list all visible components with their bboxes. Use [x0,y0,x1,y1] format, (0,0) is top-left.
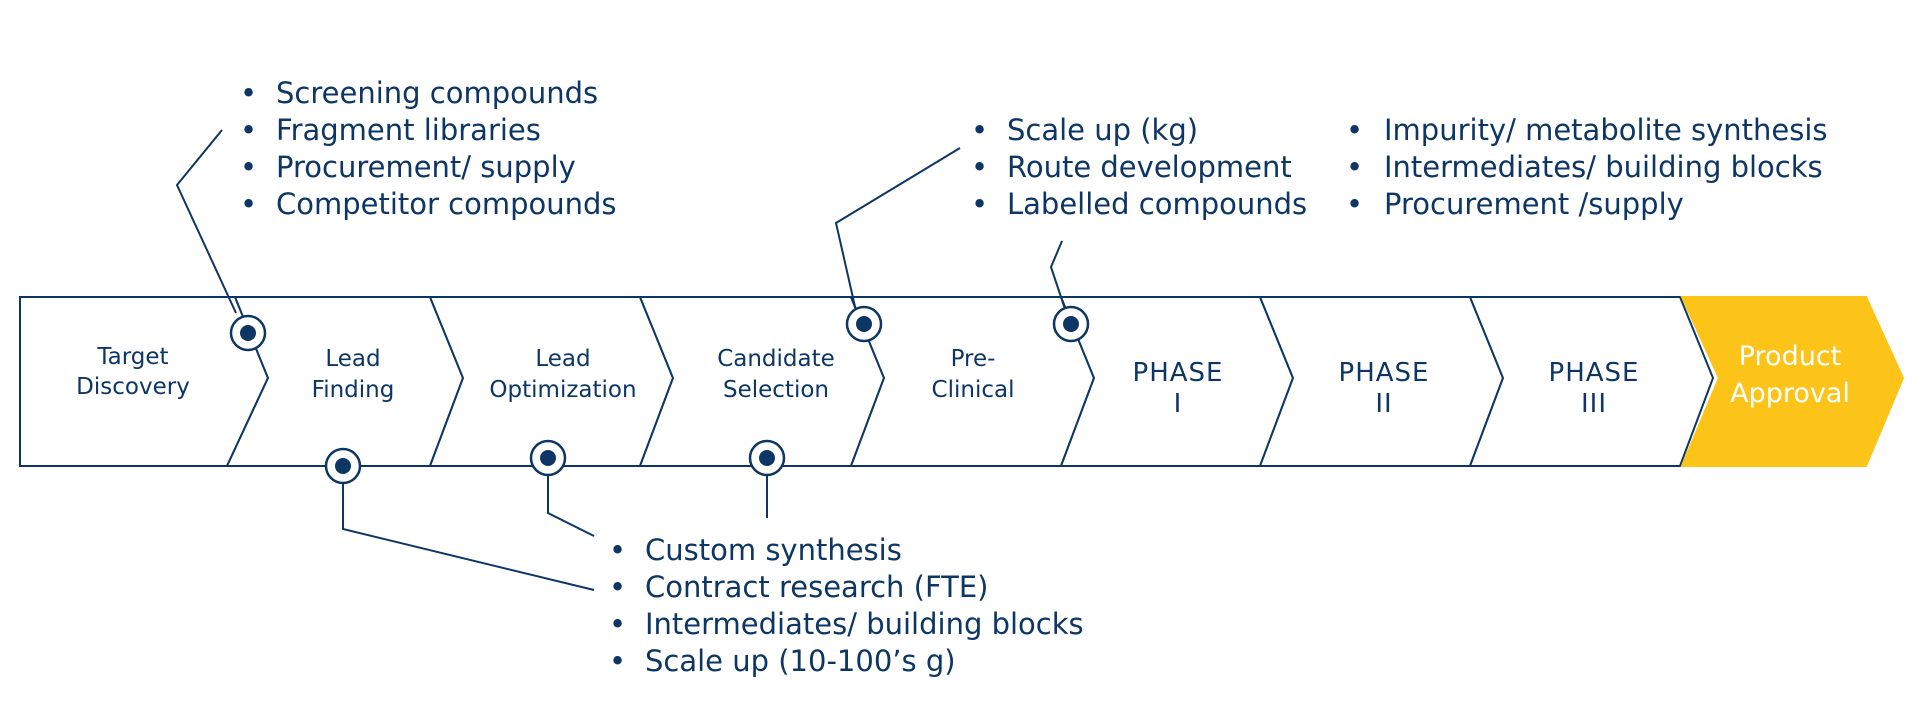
callout-synthesis-item: Intermediates/ building blocks [645,607,1084,641]
connector-impurity [1049,240,1066,310]
connector-discovery [175,129,237,314]
bullet-marker: • [609,570,626,604]
target-marker-candidate-selection [748,439,786,477]
stage-label-phase-2-line2: II [1375,389,1392,419]
callout-synthesis-item: Contract research (FTE) [645,570,988,604]
bullet-marker: • [971,187,988,221]
bullet-marker: • [971,113,988,147]
stage-label-phase-1-line2: I [1174,389,1183,419]
callout-synthesis-item: Scale up (10-100’s g) [645,644,956,678]
bullet-marker: • [240,187,257,221]
callout-discovery-item: Screening compounds [276,76,598,110]
callout-discovery-item: Competitor compounds [276,187,617,221]
bullet-marker: • [1346,113,1363,147]
bullet-marker: • [609,607,626,641]
stage-label-phase-3: PHASE [1549,358,1640,388]
callout-scale-up-item: Route development [1007,150,1292,184]
stage-label-phase-2: PHASE [1339,358,1430,388]
connector-lead-finding [342,480,595,591]
bullet-marker: • [240,113,257,147]
callout-discovery-list: • Screening compounds • Fragment librari… [240,76,617,221]
callout-impurity-item: Impurity/ metabolite synthesis [1384,113,1828,147]
callout-discovery-item: Procurement/ supply [276,150,576,184]
target-marker-scale-up [845,305,883,343]
bullet-marker: • [971,150,988,184]
stage-label-pre-clinical-line2: Clinical [932,377,1015,403]
bullet-marker: • [240,76,257,110]
target-marker-impurity [1052,305,1090,343]
stage-label-target-discovery-line2: Discovery [76,374,190,400]
callout-scale-up-item: Labelled compounds [1007,187,1307,221]
target-marker-discovery [229,314,267,352]
target-markers [229,305,1090,485]
callout-synthesis-list: • Custom synthesis • Contract research (… [609,533,1084,678]
callout-impurity-list: • Impurity/ metabolite synthesis • Inter… [1346,113,1828,221]
stage-shape-product-approval [1680,296,1905,467]
stage-label-phase-3-line2: III [1581,389,1607,419]
stage-label-lead-optimization-line2: Optimization [489,377,636,403]
stage-label-phase-1: PHASE [1133,358,1224,388]
bullet-marker: • [240,150,257,184]
stage-label-lead-finding: Lead [325,346,380,372]
callout-synthesis-item: Custom synthesis [645,533,902,567]
callout-discovery-item: Fragment libraries [276,113,541,147]
stage-label-product-approval: Product [1739,341,1842,372]
stage-label-lead-finding-line2: Finding [312,377,395,403]
bullet-marker: • [1346,187,1363,221]
bullet-marker: • [609,644,626,678]
connector-lines [175,129,1066,591]
stage-label-pre-clinical: Pre- [951,346,996,372]
stage-label-target-discovery: Target [96,344,168,370]
stage-label-product-approval-line2: Approval [1730,378,1850,409]
target-marker-lead-finding [324,447,362,485]
connector-scale-up [834,147,961,312]
stage-label-lead-optimization: Lead [535,346,590,372]
connector-lead-optimization [547,471,595,537]
stage-shape-phase-3 [1468,296,1715,467]
stage-label-candidate-selection: Candidate [717,346,835,372]
bullet-marker: • [609,533,626,567]
callout-impurity-item: Procurement /supply [1384,187,1684,221]
stage-labels: Target Discovery Lead Finding Lead Optim… [76,341,1850,419]
callout-impurity-item: Intermediates/ building blocks [1384,150,1823,184]
callout-scale-up-item: Scale up (kg) [1007,113,1198,147]
callout-scale-up-list: • Scale up (kg) • Route development • La… [971,113,1307,221]
bullet-marker: • [1346,150,1363,184]
target-marker-lead-optimization [529,439,567,477]
stage-label-candidate-selection-line2: Selection [723,377,829,403]
